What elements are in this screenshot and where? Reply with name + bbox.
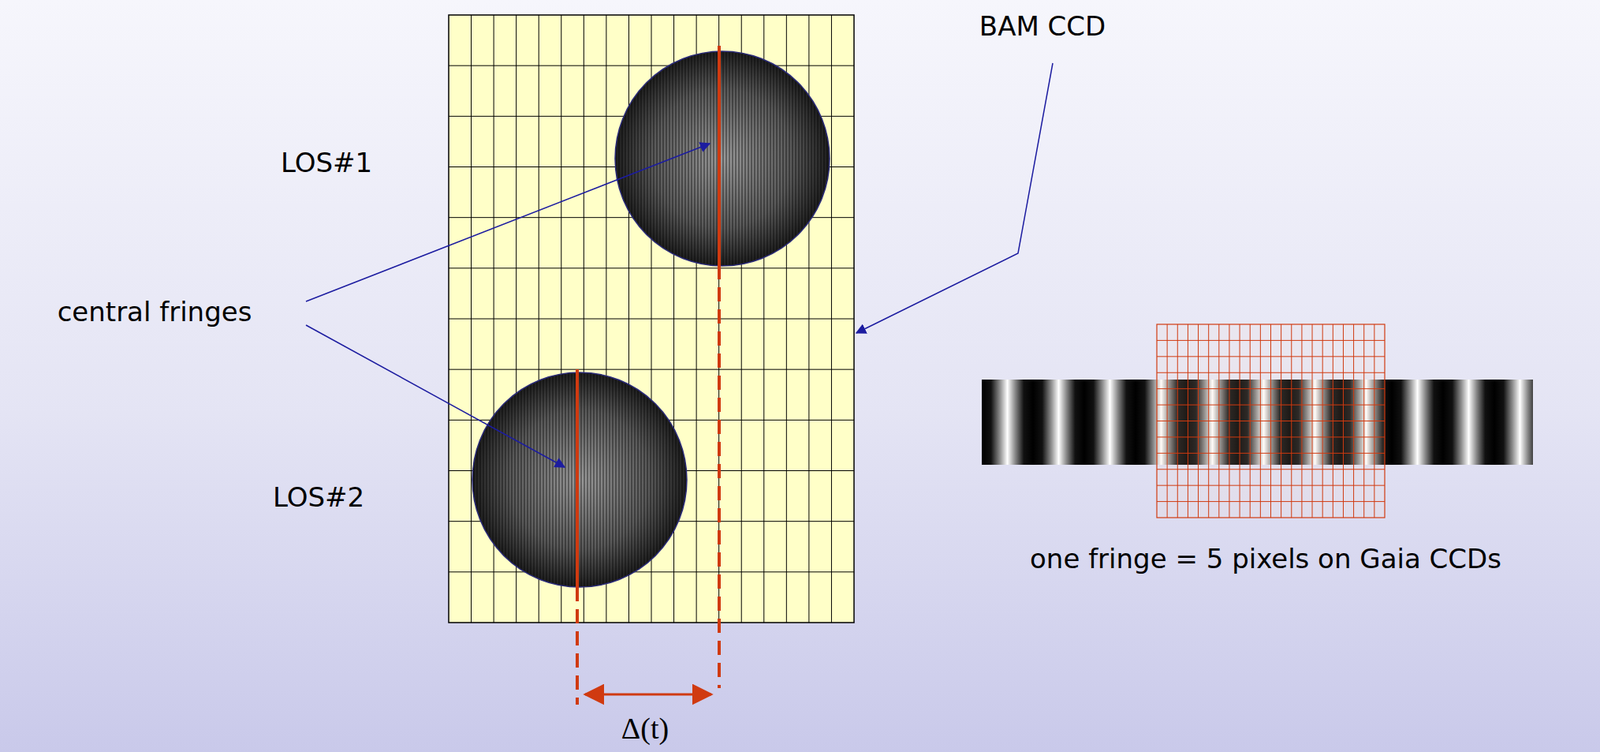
note: one fringe = 5 pixels on Gaia CCDs: [1029, 544, 1502, 574]
leader-line: [856, 63, 1053, 333]
projection-line: [575, 586, 579, 705]
bam-ccd-grid: [448, 14, 855, 623]
pixel-grid: [1156, 324, 1385, 518]
offset-arrow: [585, 693, 712, 696]
central-fringe-line: [575, 369, 579, 587]
callout-label: central fringes: [57, 297, 253, 327]
dimension-label: Δ(t): [621, 712, 669, 746]
fringe-spot: [472, 372, 687, 587]
part-label: LOS#2: [272, 482, 365, 512]
projection-line: [717, 264, 721, 688]
fringe-spot: [615, 51, 830, 266]
leader-line: [305, 324, 565, 467]
central-fringe-line: [717, 45, 721, 265]
part-label: BAM CCD: [979, 11, 1106, 42]
part-label: LOS#1: [280, 148, 373, 178]
